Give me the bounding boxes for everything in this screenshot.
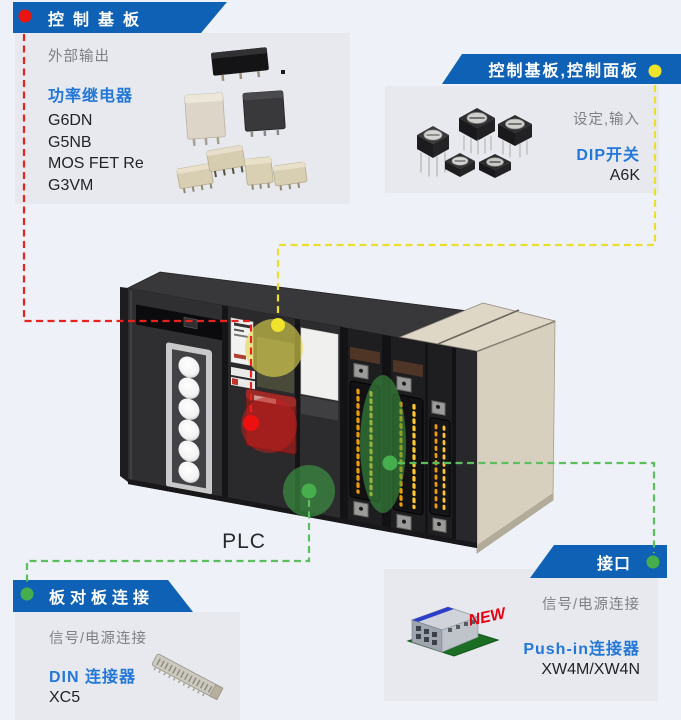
green-highlight-zone [283,465,335,517]
callout-top-left[interactable]: 外部输出 功率继电器 G6DN G5NB MOS FET Re G3VM [48,45,144,196]
green-marker-dot-1 [301,483,317,499]
banner-label: 接口 [596,555,631,573]
model-name: XC5 [49,689,81,706]
banner-board-to-board: 板对板连接 [13,580,193,612]
plc-illustration [120,271,557,554]
plc-label: PLC [222,530,266,553]
callout-bottom-left[interactable]: 信号/电源连接 DIN 连接器 XC5 [49,627,147,709]
model-name: G3VM [48,176,94,194]
category-label: 外部输出 [48,49,110,65]
model-name: A6K [609,167,640,184]
category-label: 信号/电源连接 [49,631,148,647]
red-marker-dot [243,415,259,431]
green-highlight-ellipse [360,375,406,513]
product-type-link[interactable]: 功率继电器 [48,88,134,105]
callout-bottom-right[interactable]: 信号/电源连接 Push-in连接器 XW4M/XW4N [523,593,640,681]
category-label: 信号/电源连接 [541,597,640,613]
banner-control-board: 控制基板 [13,2,227,33]
model-name: G6DN [48,112,93,129]
model-name: MOS FET Re [48,155,144,172]
yellow-highlight-zone [245,319,303,377]
category-label: 设定,输入 [572,112,640,128]
green-leader-line-right [398,461,656,553]
product-type-link[interactable]: DIN 连接器 [49,669,137,686]
banner-label: 板对板连接 [49,590,155,607]
banner-label: 控制基板,控制面板 [488,63,639,80]
yellow-marker-dot [271,318,285,332]
banner-control-board-panel: 控制基板,控制面板 [442,54,681,84]
green-marker-dot-2 [382,455,398,471]
model-name: G5NB [48,133,92,151]
product-type-link[interactable]: DIP开关 [576,147,640,164]
product-type-link[interactable]: Push-in连接器 [523,641,640,658]
red-highlight-zone [241,397,297,453]
model-name: XW4M/XW4N [541,661,640,678]
banner-label: 控制基板 [48,11,149,29]
banner-interface: 接口 [530,545,667,578]
callout-top-right[interactable]: 设定,输入 DIP开关 A6K [573,108,640,187]
